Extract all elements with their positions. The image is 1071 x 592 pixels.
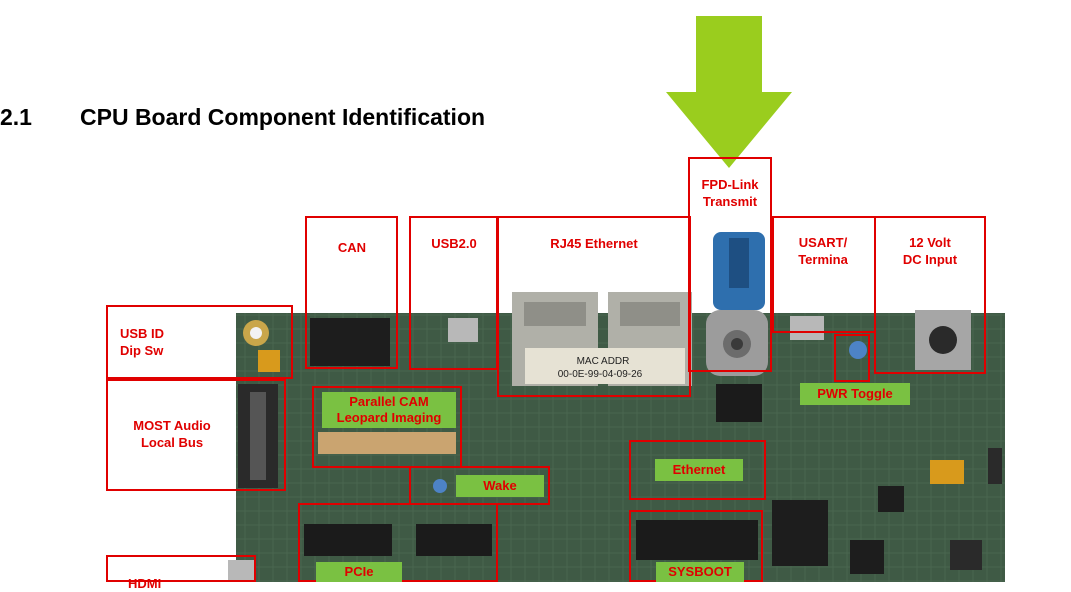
hdmi-connector: [228, 560, 256, 582]
box-parallel-cam: [312, 386, 462, 468]
box-rj45: [497, 216, 691, 397]
section-title: CPU Board Component Identification: [80, 104, 486, 130]
tag-wake: Wake: [456, 475, 544, 497]
section-number: 2.1: [0, 104, 32, 130]
box-dc-input: [874, 216, 986, 374]
cam-connector: [318, 432, 456, 454]
fpd-arrow: [666, 16, 792, 168]
mac-label-line1: MAC ADDR: [577, 356, 630, 367]
pwr-button: [849, 341, 867, 359]
label-usart: USART/ Termina: [798, 235, 848, 267]
label-most-audio: MOST Audio Local Bus: [133, 418, 211, 450]
box-can: [305, 216, 398, 369]
mac-sticker: [525, 348, 685, 384]
box-usb-id: [106, 305, 293, 379]
usart-connector: [790, 316, 824, 340]
label-hdmi: HDMI: [128, 576, 162, 591]
box-pwr-toggle: [834, 334, 870, 382]
usb-connector: [448, 318, 478, 342]
can-chips: [310, 318, 390, 366]
label-dc-input: 12 Volt DC Input: [902, 235, 958, 267]
box-fpd-link: [688, 157, 772, 372]
pcie-slot-left: [304, 524, 392, 556]
box-hdmi: [106, 555, 256, 582]
label-can: CAN: [337, 240, 367, 255]
tag-sysboot: SYSBOOT: [656, 562, 744, 582]
mac-label-line2: 00-0E-99-04-09-26: [558, 369, 643, 380]
tag-parallel-cam: Parallel CAM Leopard Imaging: [322, 392, 456, 428]
pcie-slot-right: [416, 524, 492, 556]
sysboot-switches: [636, 520, 758, 560]
dip-switch: [258, 350, 280, 372]
box-most-audio: [106, 379, 286, 491]
tag-ethernet: Ethernet: [655, 459, 743, 481]
tag-pwr-toggle: PWR Toggle: [800, 383, 910, 405]
label-rj45: RJ45 Ethernet: [550, 236, 638, 251]
label-fpd-link: FPD-Link Transmit: [701, 177, 759, 209]
processor-chip: [772, 500, 828, 566]
label-usb-id: USB ID Dip Sw: [120, 326, 165, 358]
label-usb20: USB2.0: [431, 236, 477, 251]
ethernet-chip: [716, 384, 762, 422]
tag-pcie: PCIe: [316, 562, 402, 582]
box-ethernet: [629, 440, 766, 500]
wake-button: [433, 479, 447, 493]
